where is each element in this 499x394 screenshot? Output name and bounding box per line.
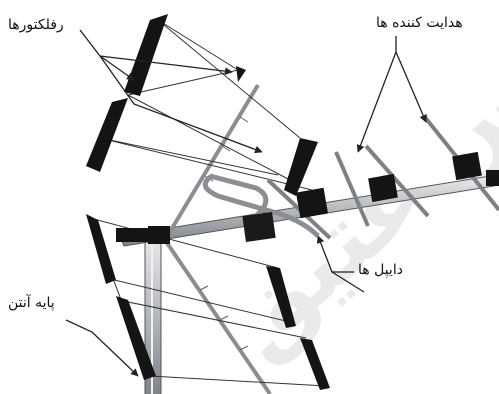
label-mast: پایه آنتن [8,296,55,310]
dipole-balun [242,212,275,242]
reflector-wires-top [100,20,312,190]
reflector-elements-upper [86,14,318,196]
label-dipoles: دایپل ها [358,263,403,277]
mast-clamp [116,226,170,244]
label-reflectors: رفلکتورها [8,18,64,32]
label-directors: هدایت کننده ها [376,16,463,30]
